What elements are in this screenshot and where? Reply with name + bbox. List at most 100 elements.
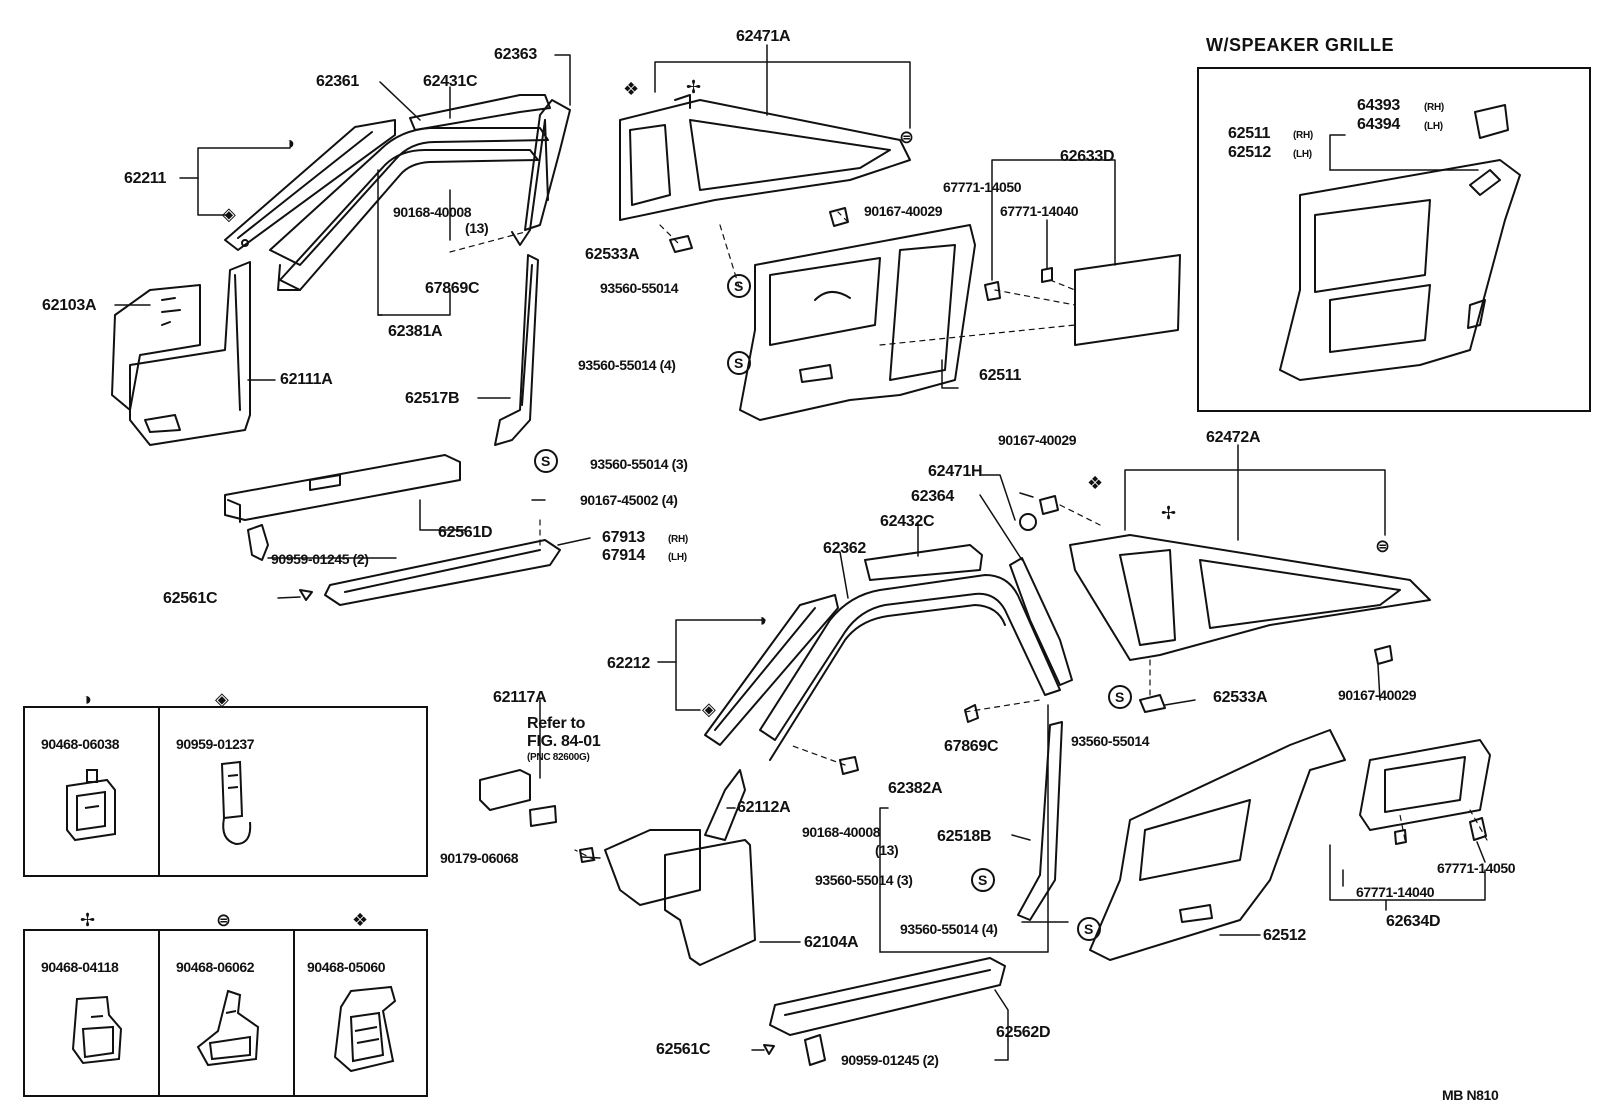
half-circle-icon: ◑ [284, 133, 295, 153]
part-62517B-center-pillar [494, 254, 539, 446]
part-62561D-scuff-plate [224, 454, 461, 523]
part-62117A-bracket [479, 769, 531, 811]
part-62634D-speaker-grille [1359, 739, 1491, 831]
four-diamond-icon: ❖ [1087, 473, 1104, 493]
screw-67771-14040-a [1041, 267, 1053, 283]
part-label-67869C: 67869C [425, 280, 480, 297]
part-label-93560-55014-qty3-b: 93560-55014 (3) [815, 872, 913, 888]
clip-90959-01245-b [804, 1034, 826, 1066]
part-label-67771-14040-b: 67771-14040 [1356, 884, 1435, 900]
legend-part-number: 90468-06038 [41, 736, 120, 752]
clip-90468-06038-illustration [66, 769, 116, 842]
part-62211-pillar-garnish [224, 119, 396, 251]
part-label-93560-55014: 93560-55014 [600, 280, 679, 296]
cross-arrow-icon: ✢ [686, 77, 702, 97]
part-label-62211: 62211 [124, 170, 167, 187]
part-label-62533A-b: 62533A [1213, 689, 1268, 706]
legend-part-number: 90468-05060 [307, 959, 386, 975]
part-label-90167-40029-c: 90167-40029 [1338, 687, 1417, 703]
lh-tag: (LH) [668, 552, 687, 563]
part-62364-pillar [1009, 557, 1073, 686]
part-62432C-strip [864, 544, 983, 581]
part-label-90959-01245-b: 90959-01245 (2) [841, 1052, 939, 1068]
part-label-62518B: 62518B [937, 828, 992, 845]
part-label-62382A: 62382A [888, 780, 943, 797]
clip-90959-01237-illustration [220, 760, 252, 846]
part-label-90168-40008-b: 90168-40008 [802, 824, 881, 840]
part-label-62517B: 62517B [405, 390, 460, 407]
part-label-62533A: 62533A [585, 246, 640, 263]
part-label-90167-40029: 90167-40029 [864, 203, 943, 219]
part-label-62472A: 62472A [1206, 429, 1261, 446]
part-label-62362: 62362 [823, 540, 866, 557]
clip-90468-05060-illustration [333, 985, 397, 1073]
cross-arrow-icon: ✢ [80, 910, 96, 930]
clip-90959-01245-a [247, 524, 269, 561]
legend-part-number: 90468-04118 [41, 959, 119, 975]
four-diamond-icon: ❖ [352, 910, 369, 930]
part-label-62512: 62512 [1263, 927, 1306, 944]
part-62112A-cowl-trim [604, 769, 746, 906]
part-62512-quarter-panel [1089, 729, 1346, 961]
four-diamond-icon: ❖ [623, 79, 640, 99]
part-label-62512-inset: 62512 [1228, 144, 1271, 161]
part-label-93560-55014-b: 93560-55014 [1071, 733, 1150, 749]
fig-reference: FIG. 84-01 [527, 733, 601, 750]
legend-cell: 90468-06062 [160, 931, 295, 1095]
part-label-67771-14050-b: 67771-14050 [1437, 860, 1516, 876]
part-62382A-roof-garnish [759, 574, 1061, 761]
legend-cell: 90468-04118 [25, 931, 160, 1095]
screw-62561C-b [763, 1044, 775, 1055]
part-label-62431C: 62431C [423, 73, 478, 90]
part-label-62561D: 62561D [438, 524, 493, 541]
part-label-67771-14050: 67771-14050 [943, 179, 1022, 195]
diamond-icon: ◈ [702, 699, 716, 719]
screw-67771-14050-a [984, 281, 1001, 301]
part-label-62432C: 62432C [880, 513, 935, 530]
part-62518B-center-pillar [1017, 721, 1063, 921]
part-62381A-roof-garnish [269, 127, 549, 291]
fastener-legend-top: 90468-06038 90959-01237 [23, 706, 428, 877]
part-label-62633D: 62633D [1060, 148, 1115, 165]
screw-62561C-a [299, 589, 313, 601]
part-62533A-bracket-b [1139, 694, 1166, 713]
s-marker: S [541, 453, 550, 469]
legend-part-number: 90468-06062 [176, 959, 255, 975]
part-label-62212: 62212 [607, 655, 650, 672]
part-label-64394: 64394 [1357, 116, 1400, 133]
ring-icon: ⊜ [1375, 536, 1391, 556]
part-label-62117A: 62117A [493, 689, 547, 706]
part-label-62381A: 62381A [388, 323, 443, 340]
rh-tag: (RH) [668, 534, 688, 545]
screw-90179-06068 [579, 847, 595, 863]
part-label-62104A: 62104A [804, 934, 859, 951]
dashed-assembly-lines [449, 211, 1488, 861]
s-clip-markers [534, 274, 1132, 941]
part-label-62364: 62364 [911, 488, 954, 505]
ring-icon: ⊜ [216, 910, 232, 930]
part-label-62363: 62363 [494, 46, 537, 63]
part-label-90167-45002: 90167-45002 (4) [580, 492, 678, 508]
screw-90167-40029-b [1039, 495, 1059, 515]
part-label-62471H: 62471H [928, 463, 983, 480]
screw-90167-40029-a [829, 207, 849, 227]
screw-90167-40029-c [1374, 645, 1393, 665]
leader-lines [114, 44, 1486, 1061]
part-62562D-scuff-plate [769, 957, 1006, 1036]
screw-67771-14040-b [1394, 829, 1407, 845]
part-62533A-bracket-a [669, 235, 693, 253]
diamond-icon: ◈ [222, 204, 236, 224]
diamond-icon: ◈ [215, 689, 229, 709]
part-62472A-quarter-window-trim [1069, 534, 1431, 661]
part-label-93560-55014-qty3: 93560-55014 (3) [590, 456, 688, 472]
part-62212-pillar-garnish [704, 594, 839, 746]
s-marker: S [734, 355, 743, 371]
part-label-90168-40008: 90168-40008 [393, 204, 472, 220]
cross-arrow-icon: ✢ [1161, 503, 1177, 523]
pnc-reference: (PNC 82600G) [527, 752, 590, 763]
s-marker: S [978, 872, 987, 888]
part-label-62561C-b: 62561C [656, 1041, 711, 1058]
clip-67869C-b [964, 704, 979, 723]
part-label-64393: 64393 [1357, 97, 1400, 114]
half-circle-icon: ◑ [81, 689, 92, 709]
